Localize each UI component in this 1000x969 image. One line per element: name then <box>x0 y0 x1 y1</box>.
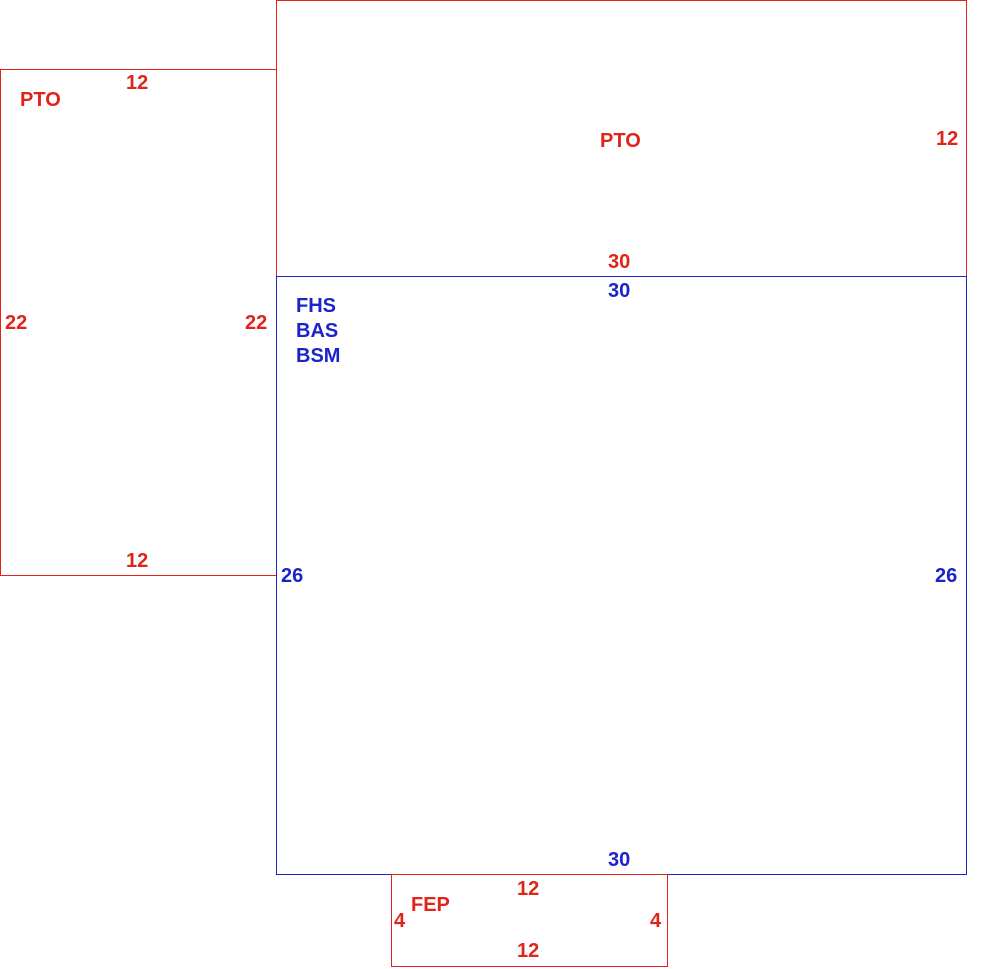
fep-right-dimension: 4 <box>650 910 662 932</box>
main-top-dimension: 30 <box>608 280 631 302</box>
pto-top-right-dimension: 12 <box>936 128 959 150</box>
main-area-code-fhs: FHS <box>296 295 336 317</box>
main-area-code-bsm: BSM <box>296 345 341 367</box>
fep-area <box>391 874 668 967</box>
pto-top-bottom-dimension: 30 <box>608 251 631 273</box>
main-right-dimension: 26 <box>935 565 958 587</box>
pto-left-area <box>0 69 277 576</box>
pto-left-bottom-dimension: 12 <box>126 550 149 572</box>
pto-left-top-dimension: 12 <box>126 72 149 94</box>
pto-top-label: PTO <box>600 130 641 152</box>
fep-bottom-dimension: 12 <box>517 940 540 962</box>
fep-label: FEP <box>411 894 450 916</box>
main-area-code-bas: BAS <box>296 320 339 342</box>
main-area-codes: FHS BAS BSM <box>296 294 340 369</box>
pto-left-left-dimension: 22 <box>5 312 28 334</box>
pto-left-right-dimension: 22 <box>245 312 268 334</box>
main-left-dimension: 26 <box>281 565 304 587</box>
main-bottom-dimension: 30 <box>608 849 631 871</box>
fep-left-dimension: 4 <box>394 910 406 932</box>
pto-left-label: PTO <box>20 89 61 111</box>
main-living-area <box>276 276 967 875</box>
fep-top-dimension: 12 <box>517 878 540 900</box>
